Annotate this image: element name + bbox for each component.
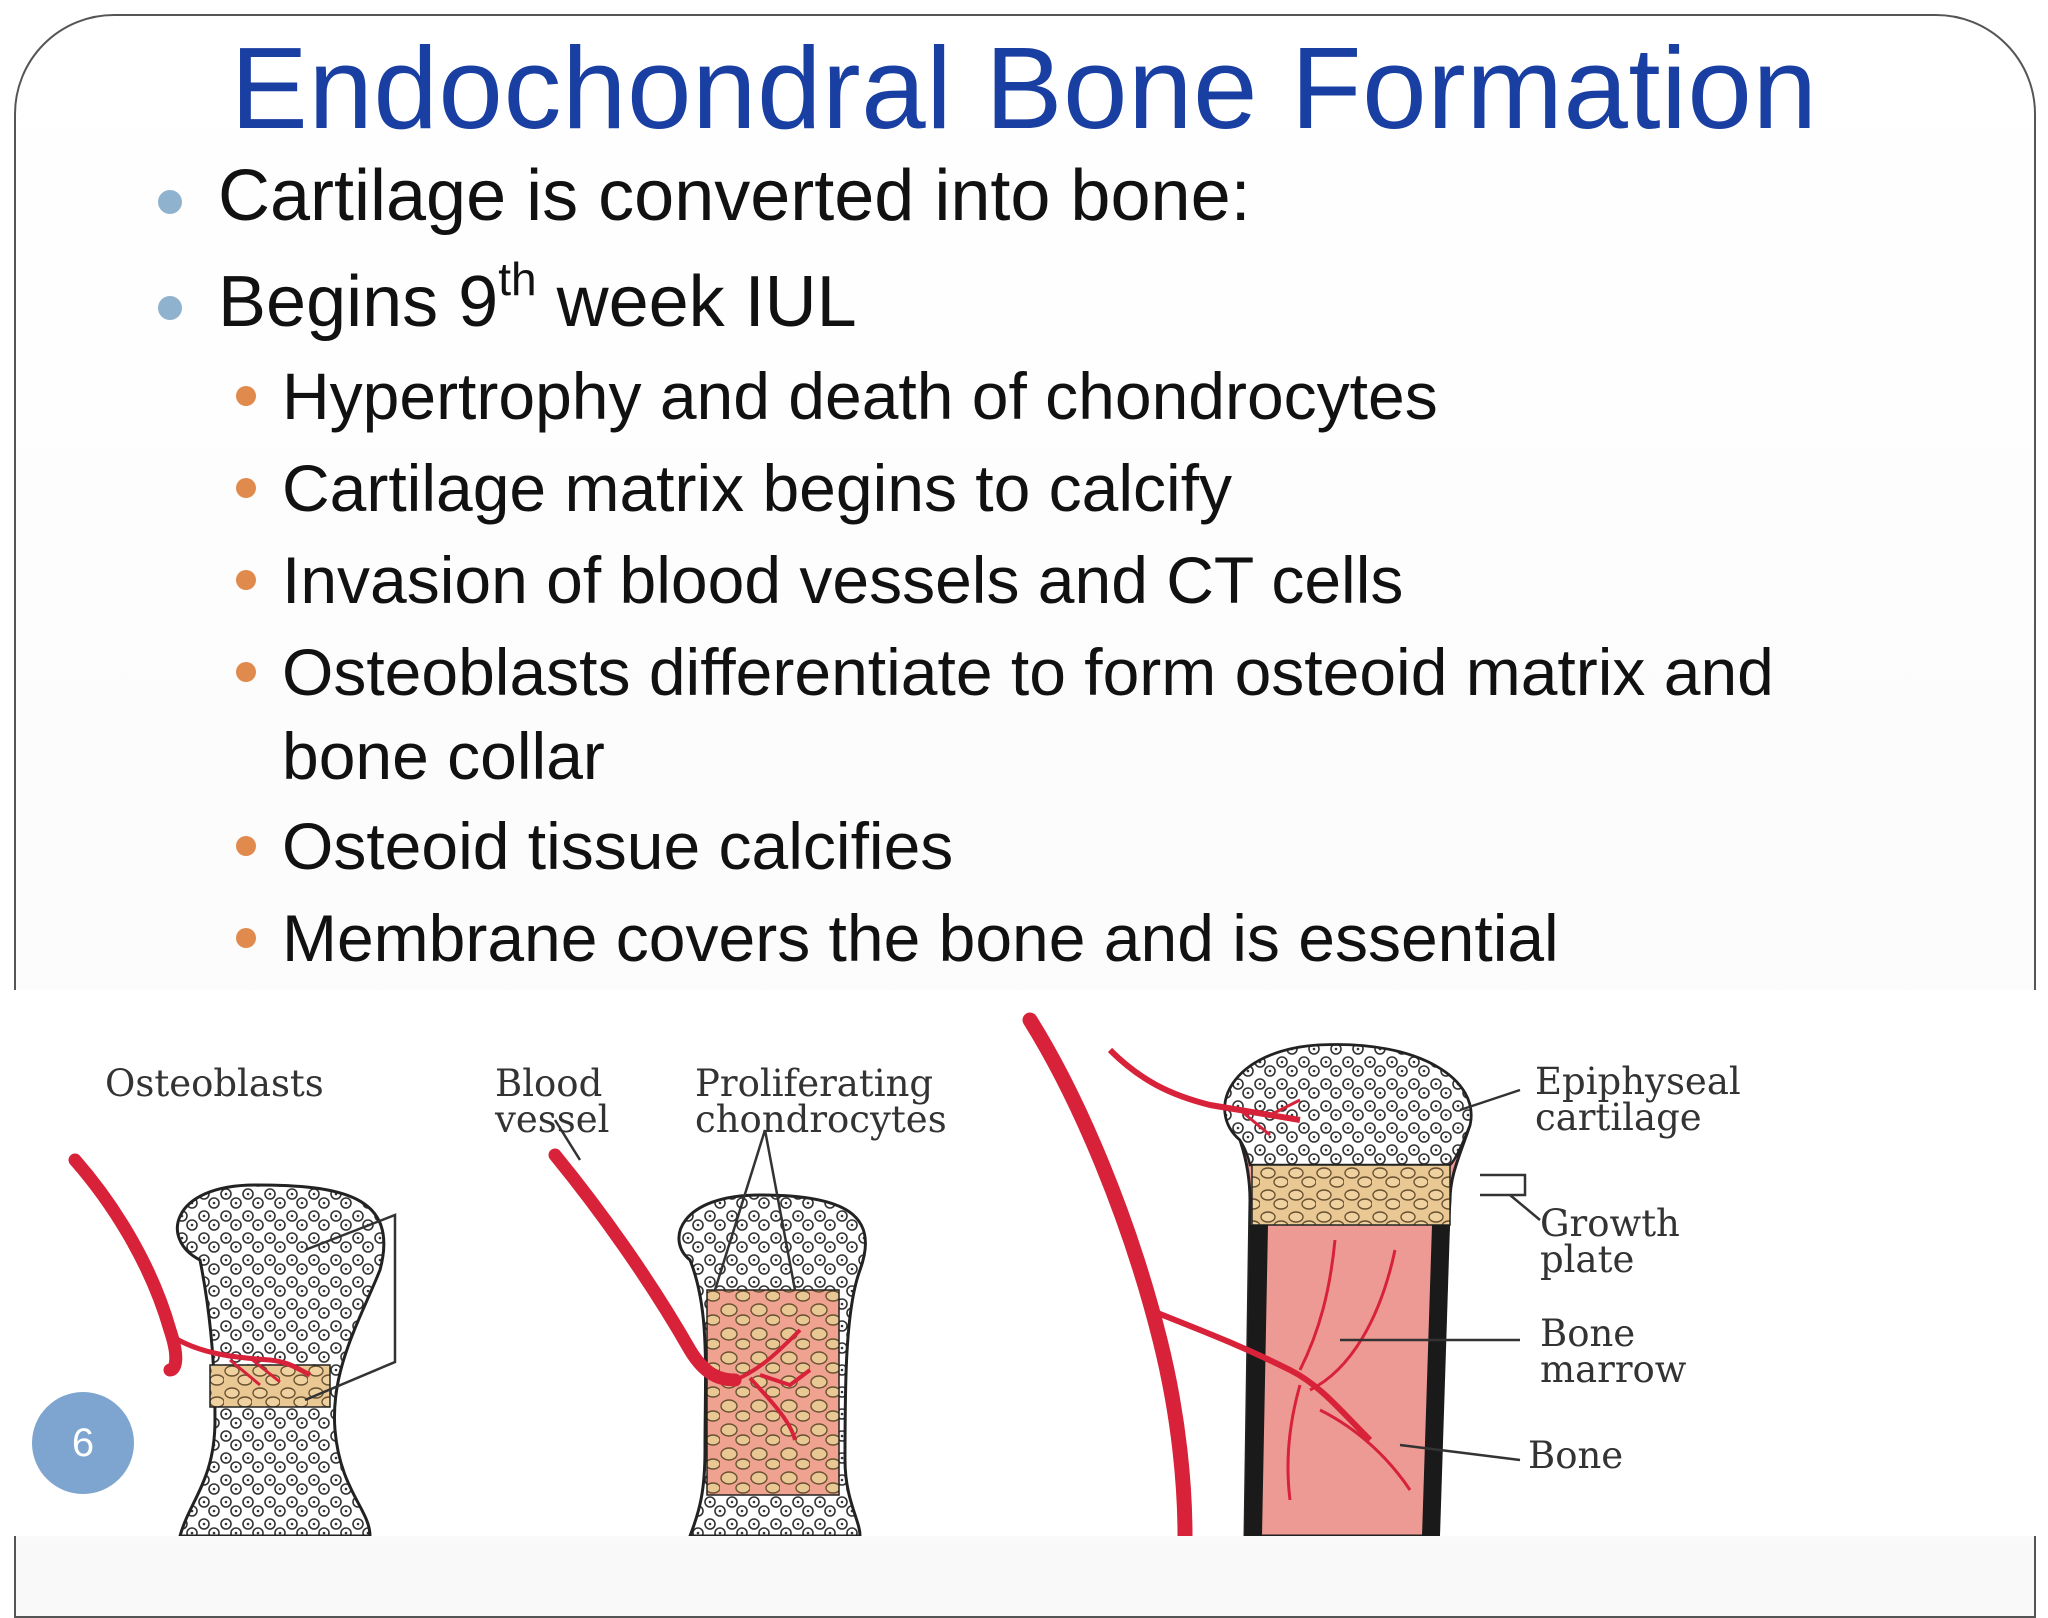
label-proliferating-1: Proliferating (695, 1062, 933, 1105)
label-blood-vessel-1: Blood (495, 1062, 602, 1105)
bullet-text: Cartilage is converted into bone: (218, 156, 1251, 236)
label-bone: Bone (1528, 1434, 1623, 1477)
sub-bullet-item: Osteoid tissue calcifies (236, 804, 1862, 888)
label-blood-vessel-2: vessel (494, 1098, 610, 1141)
sub-bullet-item: Membrane covers the bone and is essentia… (236, 896, 1862, 980)
sub-bullet-text: Invasion of blood vessels and CT cells (282, 543, 1404, 617)
bullet-text-pre: Begins 9 (218, 262, 499, 342)
stage-3-bone (1022, 1012, 1541, 1544)
label-epiphyseal-2: cartilage (1535, 1096, 1702, 1139)
label-marrow-1: Bone (1540, 1312, 1635, 1355)
sub-bullet-text: Osteoblasts differentiate to form osteoi… (282, 635, 1774, 793)
stage-1-bone (68, 1153, 397, 1538)
sub-bullet-text: Cartilage matrix begins to calcify (282, 451, 1233, 525)
sub-bullet-item: Osteoblasts differentiate to form osteoi… (236, 630, 1862, 798)
sub-bullet-dot-icon (236, 386, 256, 406)
slide-title: Endochondral Bone Formation (230, 23, 1818, 153)
bullet-dot-icon (158, 296, 182, 320)
sub-bullet-text: Membrane covers the bone and is essentia… (282, 901, 1559, 975)
bullet-item: Cartilage is converted into bone: (158, 154, 1251, 238)
label-marrow-2: marrow (1540, 1348, 1687, 1391)
label-epiphyseal-1: Epiphyseal (1535, 1060, 1741, 1103)
sub-bullet-dot-icon (236, 836, 256, 856)
stage-2-bone (548, 1119, 867, 1538)
sub-bullet-item: Cartilage matrix begins to calcify (236, 446, 1862, 530)
sub-bullet-text: Osteoid tissue calcifies (282, 809, 954, 883)
bullet-text-sup: th (498, 253, 537, 305)
sub-bullet-text: Hypertrophy and death of chondrocytes (282, 359, 1438, 433)
label-growth-1: Growth (1540, 1202, 1680, 1245)
bullet-item: Begins 9th week IUL (158, 256, 857, 344)
label-proliferating-2: chondrocytes (695, 1098, 947, 1141)
page-number-badge: 6 (32, 1392, 134, 1494)
bone-formation-diagram: Osteoblasts Blood vessel Proliferating c… (0, 990, 2048, 1544)
sub-bullet-dot-icon (236, 570, 256, 590)
label-osteoblasts: Osteoblasts (105, 1062, 324, 1105)
sub-bullet-dot-icon (236, 478, 256, 498)
bullet-dot-icon (158, 190, 182, 214)
sub-bullet-dot-icon (236, 662, 256, 682)
label-growth-2: plate (1540, 1238, 1634, 1281)
sub-bullet-dot-icon (236, 928, 256, 948)
sub-bullet-item: Hypertrophy and death of chondrocytes (236, 354, 1862, 438)
bullet-text-post: week IUL (536, 262, 857, 342)
sub-bullet-item: Invasion of blood vessels and CT cells (236, 538, 1862, 622)
